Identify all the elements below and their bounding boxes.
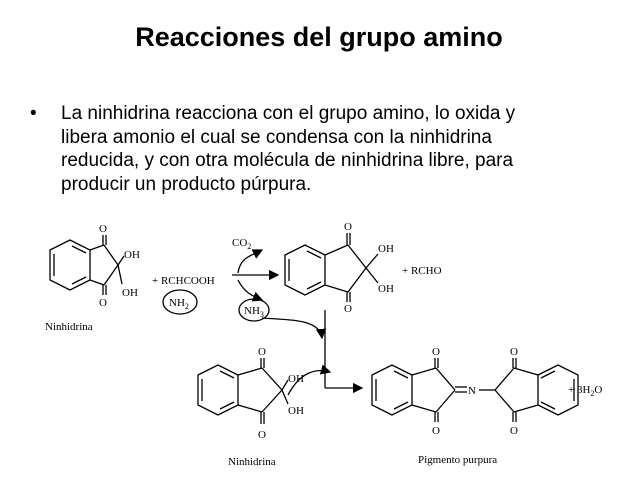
mol4-o-top-right: O xyxy=(510,346,518,358)
rchcooh-label: + RCHCOOH xyxy=(152,275,215,287)
co2-release-arrow xyxy=(237,249,264,274)
mol4-n-label: N xyxy=(468,385,476,397)
mol1-oh-bottom: OH xyxy=(122,287,138,299)
ninhydrin-hydrate-molecule xyxy=(284,233,379,302)
ninhidrina-label-1: Ninhidrina xyxy=(45,321,93,333)
mol2-oh-bottom: OH xyxy=(378,283,394,295)
co2-label: CO2 xyxy=(232,237,251,251)
nh3-highlight-circle xyxy=(238,298,270,322)
mol4-o-bottom-right: O xyxy=(510,425,518,437)
mol1-o-bottom: O xyxy=(99,297,107,309)
bullet-item: • La ninhidrina reacciona con el grupo a… xyxy=(30,102,620,196)
ninhidrina-label-2: Ninhidrina xyxy=(228,456,276,468)
mol2-oh-top: OH xyxy=(378,243,394,255)
ninhydrin-molecule-1 xyxy=(49,235,125,295)
mol3-oh-bottom: OH xyxy=(288,405,304,417)
bullet-line-2: libera amonio el cual se condensa con la… xyxy=(61,126,492,148)
mol3-o-bottom: O xyxy=(258,429,266,441)
slide-title: Reacciones del grupo amino xyxy=(135,22,503,52)
mol1-o-top: O xyxy=(99,223,107,235)
nh2-label: NH2 xyxy=(169,297,189,311)
nh3-to-condensation-arrow xyxy=(261,317,327,340)
bullet-line-1: La ninhidrina reacciona con el grupo ami… xyxy=(61,103,516,124)
ninhydrin-molecule-2 xyxy=(197,358,289,424)
bullet-line-3: reducida, y con otra molécula de ninhidr… xyxy=(61,150,514,171)
mol2-o-top: O xyxy=(344,221,352,233)
bullet-line-4: producir un producto púrpura. xyxy=(61,173,312,195)
mol4-o-bottom-left: O xyxy=(432,425,440,437)
mol3-o-top: O xyxy=(258,346,266,358)
nh2-highlight-circle xyxy=(162,289,198,315)
bullet-text: La ninhidrina reacciona con el grupo ami… xyxy=(61,102,620,196)
ninhydrin-condensation-arrow xyxy=(287,364,332,396)
bullet-symbol: • xyxy=(30,103,37,124)
mol3-oh-top: OH xyxy=(288,373,304,385)
mol4-o-top-left: O xyxy=(432,346,440,358)
pigmento-label: Pigmento purpura xyxy=(418,454,497,466)
water-label: + 3H2O xyxy=(568,384,602,398)
purple-pigment-molecule xyxy=(371,358,579,422)
rcho-label: + RCHO xyxy=(402,265,442,277)
mol1-oh-top: OH xyxy=(124,249,140,261)
mol2-o-bottom: O xyxy=(344,303,352,315)
nh3-label: NH3 xyxy=(244,305,264,319)
nh3-release-arrow xyxy=(237,279,264,302)
